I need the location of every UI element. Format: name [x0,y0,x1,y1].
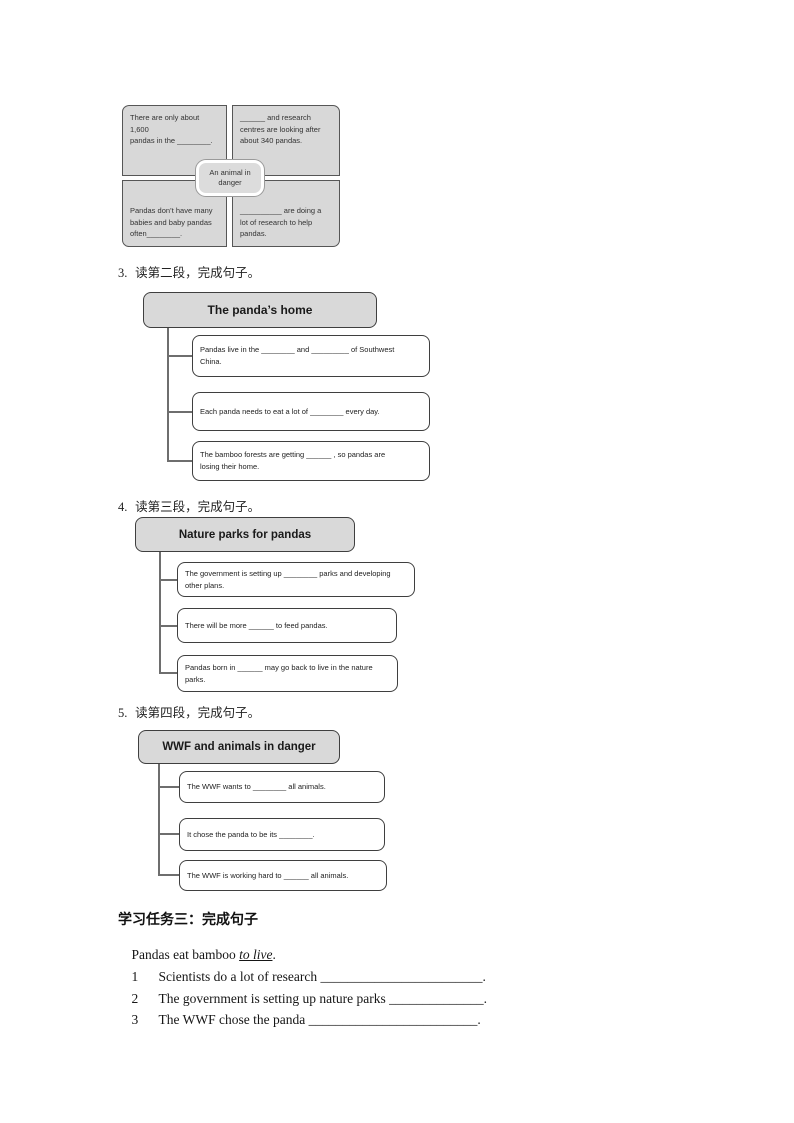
task-item-2-number: 2 [131,991,139,1006]
section-3-sentence-1: Pandas live in the ________ and ________… [200,345,395,366]
section-5-sentence-box-3: The WWF is working hard to ______ all an… [179,860,387,891]
task-item-1-number: 1 [131,969,139,984]
section-4-sentence-box-2: There will be more ______ to feed pandas… [177,608,397,643]
section-3-sentence-3: The bamboo forests are getting ______ , … [200,450,386,471]
diagram-cell-bottom-right-text: __________ are doing a lot of research t… [240,206,322,238]
diagram-cell-top-right-text: ______ and research centres are looking … [240,113,321,145]
section-4-tree-trunk-line [159,552,161,674]
task-item-2-blank: ______________. [389,991,487,1006]
section-5-tree-branch-line [158,874,179,876]
section-5-heading: 5. 读第四段，完成句子。 [118,702,260,721]
section-4-sentence-3: Pandas born in ______ may go back to liv… [185,662,373,684]
section-4-sentence-1: The government is setting up ________ pa… [185,568,391,590]
section-5-sentence-box-1: The WWF wants to ________ all animals. [179,771,385,803]
section-4-tree-title-label: Nature parks for pandas [178,528,312,541]
diagram-cell-top-left-text: There are only about 1,600 pandas in the… [130,113,213,145]
task-example-suffix: . [272,947,276,962]
section-3-tree-title: The panda’s home [143,292,377,328]
section-5-sentence-3: The WWF is working hard to ______ all an… [187,870,349,880]
task-item-3-text: The WWF chose the panda [158,1012,309,1027]
section-3-tree-title-label: The panda’s home [207,303,313,317]
diagram-cell-top-right: ______ and research centres are looking … [232,105,340,176]
diagram-cell-top-left: There are only about 1,600 pandas in the… [122,105,227,176]
section-3-heading: 3. 读第二段，完成句子。 [118,262,260,281]
task-example-prefix: Pandas eat bamboo [131,947,240,962]
section-3-sentence-box-2: Each panda needs to eat a lot of _______… [192,392,430,431]
section-4-tree-branch-line [159,579,177,581]
section-4-sentence-box-3: Pandas born in ______ may go back to liv… [177,655,398,692]
section-5-sentence-2: It chose the panda to be its ________. [187,829,315,839]
section-5-sentence-1: The WWF wants to ________ all animals. [187,782,326,791]
task-item-3: 3 The WWF chose the panda _______________… [118,996,481,1044]
task-item-1-blank: ________________________. [320,969,486,984]
section-3-sentence-2: Each panda needs to eat a lot of _______… [200,406,380,416]
section-5-sentence-box-2: It chose the panda to be its ________. [179,818,385,851]
section-3-sentence-box-3: The bamboo forests are getting ______ , … [192,441,430,481]
section-5-number: 5. [118,706,128,720]
section-4-sentence-2: There will be more ______ to feed pandas… [185,620,328,630]
section-3-tree-branch-line [167,460,192,462]
diagram-cell-bottom-left: Pandas don’t have many babies and baby p… [122,180,227,247]
section-4-tree-title: Nature parks for pandas [135,517,355,552]
task-example-sentence: Pandas eat bamboo to live. [118,931,276,979]
task-item-2: 2 The government is setting up nature par… [118,975,487,1023]
task-item-2-text: The government is setting up nature park… [158,991,390,1006]
section-3-tree-trunk-line [167,328,169,461]
section-5-tree-branch-line [158,833,179,835]
section-4-instruction: 读第三段，完成句子。 [135,500,261,514]
task-example-answer: to live [239,947,273,962]
animal-in-danger-diagram: There are only about 1,600 pandas in the… [122,105,340,247]
section-3-number: 3. [118,266,128,280]
task-item-1: 1 Scientists do a lot of research _______… [118,953,486,1001]
section-3-tree-branch-line [167,411,192,413]
task-three-heading: 学习任务三：完成句子 [118,913,258,928]
diagram-center-node: An animal in danger [196,160,264,196]
section-4-tree-branch-line [159,672,177,674]
section-4-number: 4. [118,500,128,514]
diagram-center-label: An animal in danger [209,168,251,187]
task-item-3-number: 3 [131,1012,139,1027]
section-4-heading: 4. 读第三段，完成句子。 [118,496,260,515]
section-5-tree-trunk-line [158,764,160,875]
section-5-tree-title-label: WWF and animals in danger [162,741,316,753]
task-item-1-text: Scientists do a lot of research [158,969,321,984]
section-3-sentence-box-1: Pandas live in the ________ and ________… [192,335,430,377]
section-3-tree-branch-line [167,355,192,357]
section-4-sentence-box-1: The government is setting up ________ pa… [177,562,415,597]
diagram-cell-bottom-left-text: Pandas don’t have many babies and baby p… [130,206,213,238]
diagram-cell-bottom-right: __________ are doing a lot of research t… [232,180,340,247]
section-5-instruction: 读第四段，完成句子。 [135,706,261,720]
section-4-tree-branch-line [159,625,177,627]
section-5-tree-title: WWF and animals in danger [138,730,340,764]
task-item-3-blank: _________________________. [308,1012,481,1027]
section-5-tree-branch-line [158,786,179,788]
section-3-instruction: 读第二段，完成句子。 [135,266,261,280]
